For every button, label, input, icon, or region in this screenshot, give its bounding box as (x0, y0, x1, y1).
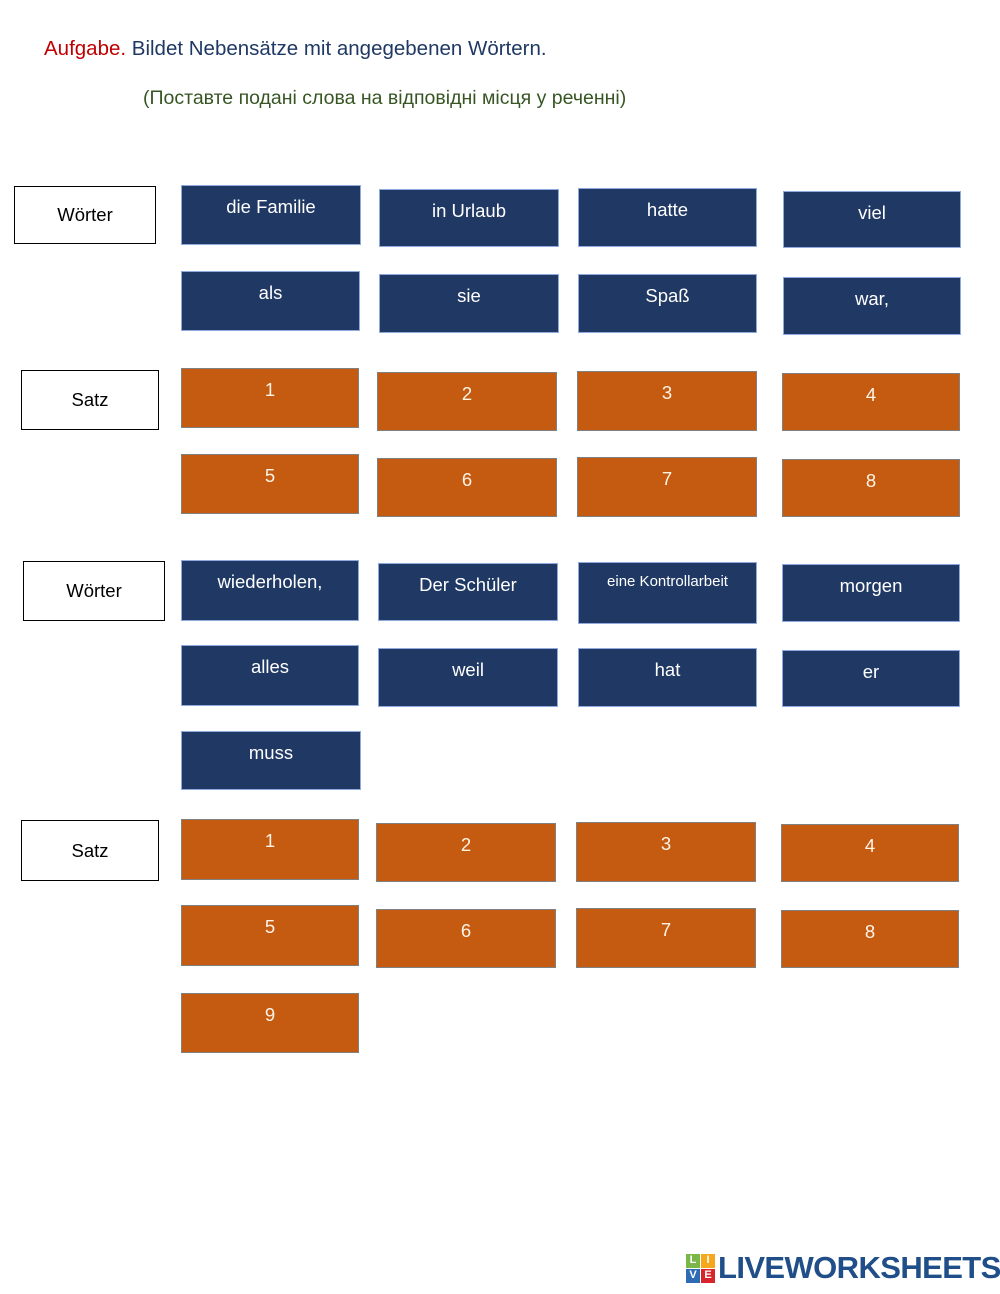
answer-slot[interactable]: 6 (376, 909, 556, 968)
answer-slot[interactable]: 4 (781, 824, 959, 882)
answer-slot[interactable]: 9 (181, 993, 359, 1053)
section-label-satz-1: Satz (21, 370, 159, 430)
page-subtitle: (Поставте подані слова на відповідні міс… (143, 87, 627, 109)
answer-slot[interactable]: 8 (781, 910, 959, 968)
page-title-rest: Bildet Nebensätze mit angegebenen Wörter… (126, 37, 547, 60)
answer-slot[interactable]: 4 (782, 373, 960, 431)
word-tile[interactable]: hatte (578, 188, 757, 247)
answer-slot[interactable]: 7 (576, 908, 756, 968)
word-tile[interactable]: morgen (782, 564, 960, 622)
answer-slot[interactable]: 5 (181, 454, 359, 514)
answer-slot[interactable]: 3 (577, 371, 757, 431)
answer-slot[interactable]: 1 (181, 368, 359, 428)
word-tile[interactable]: Der Schüler (378, 563, 558, 621)
word-tile[interactable]: hat (578, 648, 757, 707)
word-tile[interactable]: viel (783, 191, 961, 248)
answer-slot[interactable]: 7 (577, 457, 757, 517)
section-label-woerter-1: Wörter (14, 186, 156, 244)
answer-slot[interactable]: 3 (576, 822, 756, 882)
answer-slot[interactable]: 2 (376, 823, 556, 882)
word-tile[interactable]: war, (783, 277, 961, 335)
liveworksheets-mark-icon: L I V E (686, 1253, 715, 1283)
word-tile[interactable]: die Familie (181, 185, 361, 245)
answer-slot[interactable]: 6 (377, 458, 557, 517)
page-title-lead: Aufgabe. (44, 37, 127, 60)
word-tile[interactable]: weil (378, 648, 558, 707)
logo-letter-e: E (701, 1268, 715, 1283)
word-tile[interactable]: er (782, 650, 960, 707)
word-tile[interactable]: alles (181, 645, 359, 706)
answer-slot[interactable]: 2 (377, 372, 557, 431)
section-label-woerter-2: Wörter (23, 561, 165, 621)
answer-slot[interactable]: 8 (782, 459, 960, 517)
page-title: Aufgabe. Bildet Nebensätze mit angegeben… (44, 36, 547, 62)
liveworksheets-logo: L I V E LIVEWORKSHEETS (686, 1248, 1000, 1288)
section-label-satz-2: Satz (21, 820, 159, 881)
word-tile[interactable]: eine Kontrollarbeit (578, 562, 757, 624)
logo-letter-v: V (686, 1268, 700, 1283)
word-tile[interactable]: wiederholen, (181, 560, 359, 621)
logo-letter-i: I (701, 1253, 715, 1268)
word-tile[interactable]: als (181, 271, 360, 331)
word-tile[interactable]: muss (181, 731, 361, 790)
word-tile[interactable]: sie (379, 274, 559, 333)
word-tile[interactable]: Spaß (578, 274, 757, 333)
logo-letter-l: L (686, 1253, 700, 1268)
answer-slot[interactable]: 1 (181, 819, 359, 880)
logo-wordmark: LIVEWORKSHEETS (718, 1250, 1000, 1285)
word-tile[interactable]: in Urlaub (379, 189, 559, 247)
answer-slot[interactable]: 5 (181, 905, 359, 966)
